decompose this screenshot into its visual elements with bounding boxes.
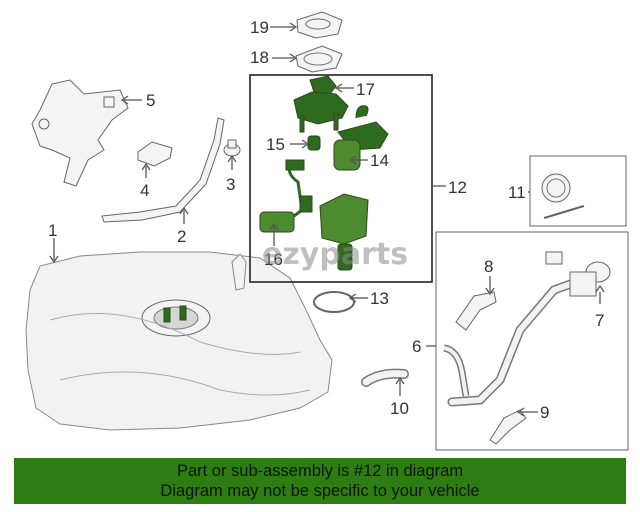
part-16-sender (259, 159, 313, 246)
callout-12: 12 (448, 178, 467, 197)
part-5-heat-shield (31, 79, 142, 187)
callout-7: 7 (595, 311, 604, 330)
callout-6: 6 (412, 337, 421, 356)
parts-diagram: 19 18 5 4 2 3 (25, 11, 629, 451)
part-4-pad (137, 141, 173, 178)
callout-16: 16 (264, 250, 283, 269)
part-11-fuel-cap (528, 155, 627, 227)
callout-4: 4 (140, 181, 149, 200)
pump-flange (293, 91, 369, 133)
assembly-12-box (249, 74, 446, 283)
part-3-clip (223, 139, 241, 170)
part-6-filler-neck-box (426, 231, 629, 451)
callout-15: 15 (266, 135, 285, 154)
part-17-connector (309, 75, 354, 95)
banner-line-2: Diagram may not be specific to your vehi… (160, 482, 480, 500)
callout-9: 9 (540, 403, 549, 422)
part-13-gasket (313, 291, 368, 313)
part-8-bracket (455, 276, 497, 331)
watermark: ezyparts (262, 237, 408, 272)
part-19-seal (270, 11, 343, 39)
callout-13: 13 (370, 289, 389, 308)
callout-18: 18 (250, 48, 269, 67)
part-15-valve (290, 135, 321, 151)
part-1-fuel-tank (25, 238, 333, 431)
banner-line-1: Part or sub-assembly is #12 in diagram (176, 462, 464, 480)
part-2-strap (101, 117, 225, 224)
callout-3: 3 (226, 175, 235, 194)
callout-5: 5 (146, 91, 155, 110)
part-14-filter (333, 121, 389, 171)
callout-10: 10 (390, 399, 409, 418)
part-18-lock-ring (272, 45, 343, 73)
part-9-bracket (489, 407, 538, 445)
info-banner: Part or sub-assembly is #12 in diagram D… (14, 458, 626, 504)
callout-14: 14 (370, 151, 389, 170)
part-10-hose (361, 368, 409, 396)
pump-body (319, 193, 369, 271)
callout-19: 19 (250, 18, 269, 37)
callout-8: 8 (484, 257, 493, 276)
callout-17: 17 (356, 80, 375, 99)
callout-1: 1 (48, 221, 57, 240)
callout-2: 2 (177, 227, 186, 246)
callout-11: 11 (508, 183, 526, 202)
